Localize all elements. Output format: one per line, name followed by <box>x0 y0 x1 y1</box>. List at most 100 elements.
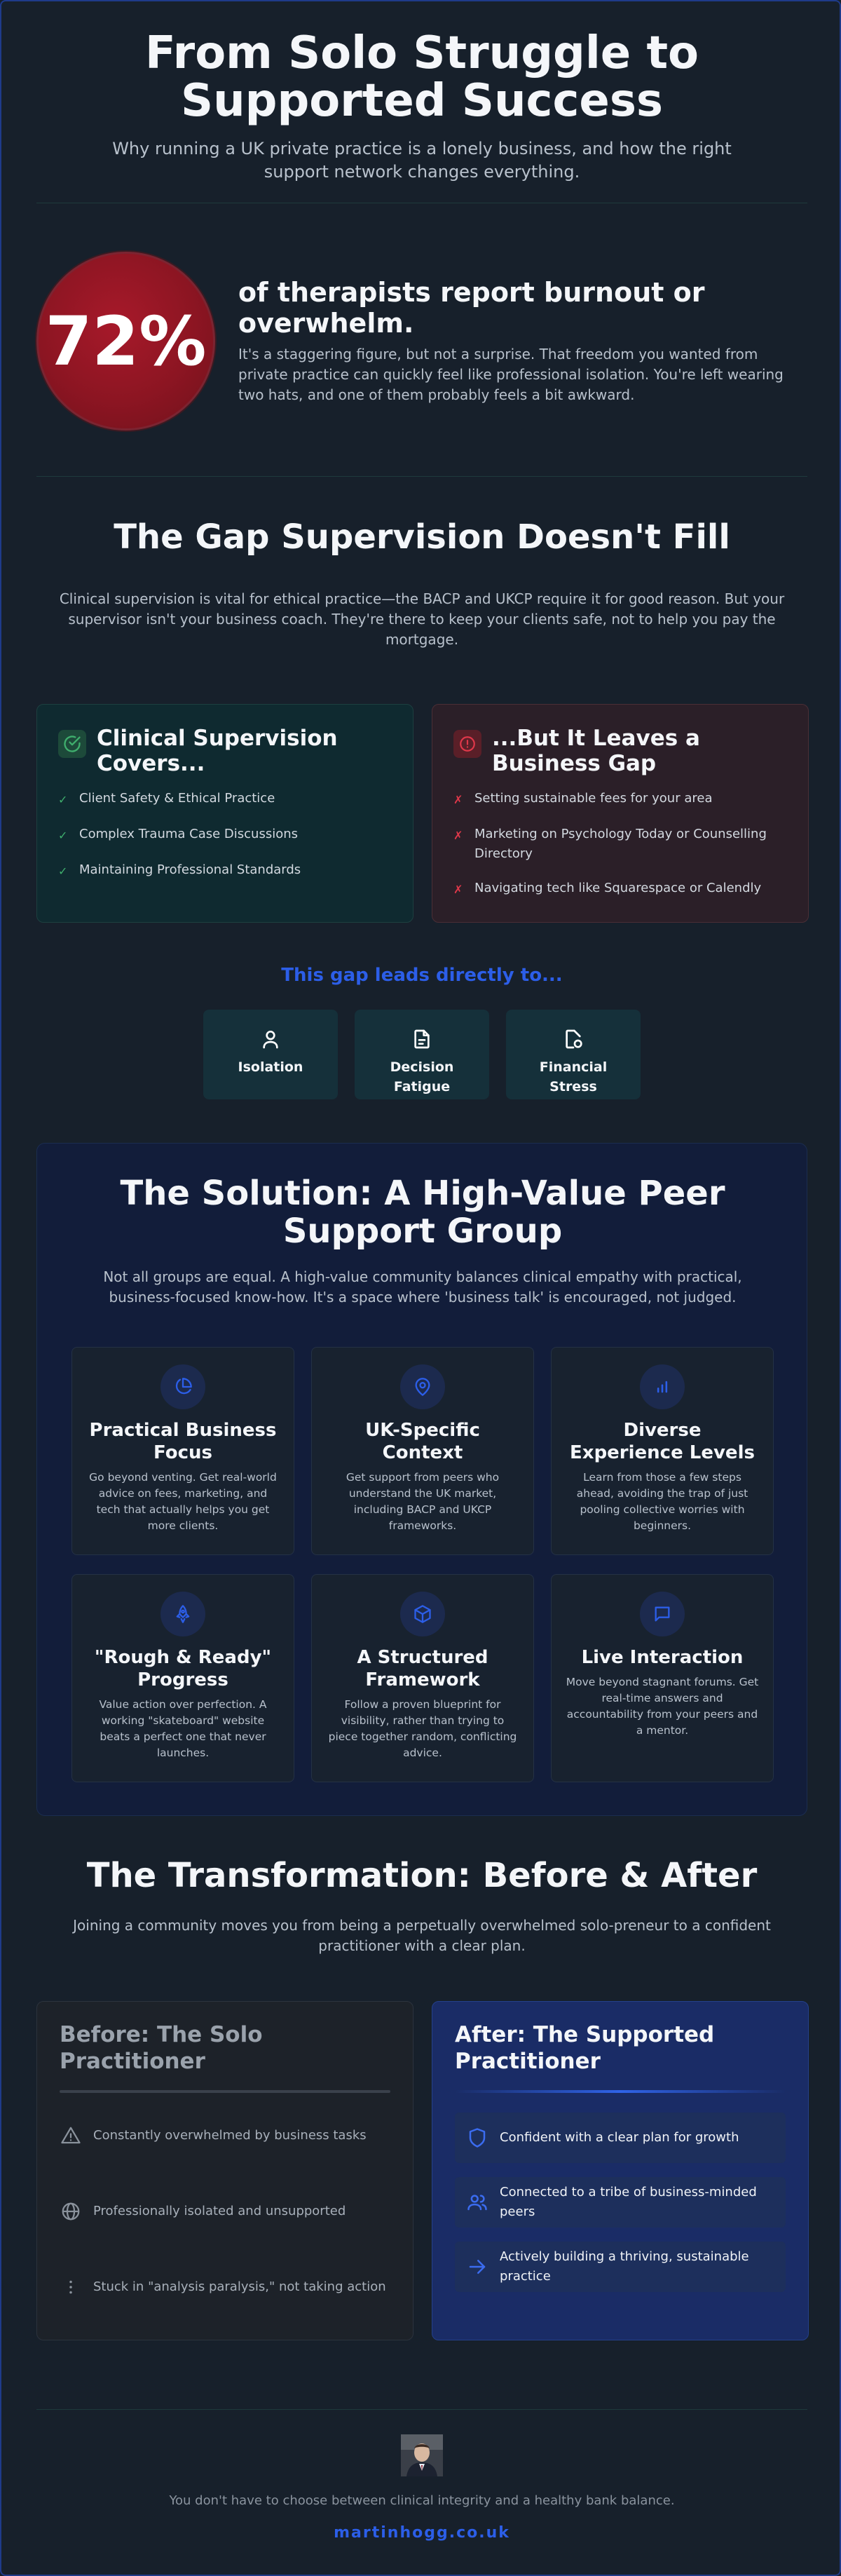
list-item: Professionally isolated and unsupported <box>60 2188 390 2235</box>
effect-label: Decision Fatigue <box>355 1057 489 1097</box>
list-item: Confident with a clear plan for growth <box>455 2113 786 2163</box>
feature-card: "Rough & Ready" Progress Value action ov… <box>71 1574 294 1782</box>
list-item: ✗Setting sustainable fees for your area <box>453 789 787 810</box>
list-item: Actively building a thriving, sustainabl… <box>455 2242 786 2292</box>
solution-panel: The Solution: A High-Value Peer Support … <box>36 1143 807 1816</box>
feature-body: Get support from peers who understand th… <box>346 1471 500 1532</box>
feature-title: Diverse Experience Levels <box>570 1420 755 1463</box>
solution-intro: Not all groups are equal. A high-value c… <box>103 1268 742 1306</box>
cube-icon <box>400 1592 445 1636</box>
after-title: After: The Supported Practitioner <box>455 2022 715 2074</box>
list-item: ✓ Client Safety & Ethical Practice <box>58 789 392 810</box>
list-item-label: Constantly overwhelmed by business tasks <box>93 2128 367 2143</box>
leaves-list: ✗Setting sustainable fees for your area … <box>453 789 787 900</box>
solution-title-line1: The Solution: A High-Value Peer <box>120 1174 725 1213</box>
feature-card: A Structured Framework Follow a proven b… <box>311 1574 534 1782</box>
feature-title: UK-Specific Context <box>365 1420 480 1463</box>
check-icon: ✓ <box>58 865 68 878</box>
more-vertical-icon <box>60 2277 82 2298</box>
warning-icon <box>60 2125 82 2146</box>
stat-body: It's a staggering figure, but not a surp… <box>238 346 784 403</box>
list-item-label: Client Safety & Ethical Practice <box>79 791 275 806</box>
feature-title: Practical Business Focus <box>89 1420 277 1463</box>
page-title-line2: Supported Success <box>180 75 664 127</box>
alert-circle-icon <box>453 730 481 758</box>
after-divider <box>455 2090 786 2093</box>
cross-icon: ✗ <box>453 829 463 842</box>
solution-title: The Solution: A High-Value Peer Support … <box>37 1174 808 1250</box>
feature-title: Live Interaction <box>581 1647 744 1668</box>
list-item-label: Actively building a thriving, sustainabl… <box>500 2249 749 2284</box>
list-item-label: Marketing on Psychology Today or Counsel… <box>474 827 767 861</box>
divider <box>36 476 807 477</box>
leads-to-heading: This gap leads directly to... <box>281 965 563 986</box>
list-item-label: Professionally isolated and unsupported <box>93 2204 346 2218</box>
rocket-icon <box>160 1592 205 1636</box>
globe-icon <box>60 2201 82 2222</box>
check-icon: ✓ <box>58 829 68 842</box>
check-icon: ✓ <box>58 793 68 806</box>
page-title: From Solo Struggle to Supported Success <box>1 29 841 125</box>
feature-card: UK-Specific Context Get support from pee… <box>311 1347 534 1555</box>
before-card: Before: The Solo Practitioner Constantly… <box>36 2001 413 2340</box>
after-list: Confident with a clear plan for growth C… <box>455 2113 786 2292</box>
stat-circle: 72% <box>36 252 215 431</box>
before-list: Constantly overwhelmed by business tasks… <box>60 2113 390 2310</box>
money-file-icon <box>506 1028 641 1052</box>
list-item: Constantly overwhelmed by business tasks <box>60 2113 390 2159</box>
cross-icon: ✗ <box>453 883 463 896</box>
business-gap-card: ...But It Leaves a Business Gap ✗Setting… <box>432 704 809 923</box>
stat-headline: of therapists report burnout or overwhel… <box>238 277 705 339</box>
transformation-title: The Transformation: Before & After <box>86 1856 758 1895</box>
effect-label-line1: Decision <box>390 1059 454 1075</box>
list-item: ✗ Navigating tech like Squarespace or Cal… <box>453 879 787 900</box>
arrow-right-icon <box>466 2256 488 2277</box>
page-subtitle: Why running a UK private practice is a l… <box>112 139 732 182</box>
effect-label: Financial Stress <box>506 1057 641 1097</box>
feature-body: Move beyond stagnant forums. Get real-ti… <box>566 1676 759 1737</box>
covers-title: Clinical Supervision Covers... <box>97 726 338 776</box>
list-item-label: Navigating tech like Squarespace or Cale… <box>474 881 762 895</box>
effect-label-line2: Fatigue <box>393 1079 451 1094</box>
check-circle-icon <box>58 730 86 758</box>
effect-financial-stress: Financial Stress <box>506 1010 641 1099</box>
effect-decision-fatigue: Decision Fatigue <box>355 1010 489 1099</box>
list-item: ✓ Maintaining Professional Standards <box>58 860 392 881</box>
map-pin-icon <box>400 1364 445 1409</box>
leaves-title: ...But It Leaves a Business Gap <box>492 726 700 776</box>
before-title: Before: The Solo Practitioner <box>60 2022 263 2074</box>
effect-label-line2: Stress <box>549 1079 597 1094</box>
document-icon <box>355 1028 489 1052</box>
list-item: ✗ Marketing on Psychology Today or Counse… <box>453 825 787 864</box>
transformation-intro: Joining a community moves you from being… <box>73 1917 771 1954</box>
divider <box>36 2409 807 2410</box>
feature-card: Practical Business Focus Go beyond venti… <box>71 1347 294 1555</box>
footer-link[interactable]: martinhogg.co.uk <box>334 2524 510 2542</box>
hero: From Solo Struggle to Supported Success … <box>1 29 841 184</box>
shield-icon <box>466 2127 488 2148</box>
users-icon <box>466 2192 488 2213</box>
feature-body: Follow a proven blueprint for visibility… <box>328 1698 517 1759</box>
feature-body: Learn from those a few steps ahead, avoi… <box>576 1471 748 1532</box>
effect-isolation: Isolation <box>203 1010 338 1099</box>
stat-value: 72% <box>45 301 207 381</box>
list-item-label: Maintaining Professional Standards <box>79 862 301 877</box>
bar-chart-icon <box>640 1364 685 1409</box>
list-item: Stuck in "analysis paralysis," not takin… <box>60 2264 390 2310</box>
chat-icon <box>640 1592 685 1636</box>
footer-tagline: You don't have to choose between clinica… <box>169 2493 675 2508</box>
pie-chart-icon <box>160 1364 205 1409</box>
feature-title: "Rough & Ready" Progress <box>94 1647 272 1690</box>
feature-card: Live Interaction Move beyond stagnant fo… <box>551 1574 774 1782</box>
feature-body: Value action over perfection. A working … <box>99 1698 267 1759</box>
solution-title-line2: Support Group <box>282 1212 563 1251</box>
list-item-label: Setting sustainable fees for your area <box>474 791 713 806</box>
before-divider <box>60 2090 390 2093</box>
effect-label: Isolation <box>203 1057 338 1077</box>
effect-label-line1: Financial <box>539 1059 608 1075</box>
effect-label-line1: Isolation <box>238 1059 303 1075</box>
supervision-covers-card: Clinical Supervision Covers... ✓ Client S… <box>36 704 413 923</box>
list-item-label: Complex Trauma Case Discussions <box>79 827 299 841</box>
gap-title: The Gap Supervision Doesn't Fill <box>114 517 730 557</box>
